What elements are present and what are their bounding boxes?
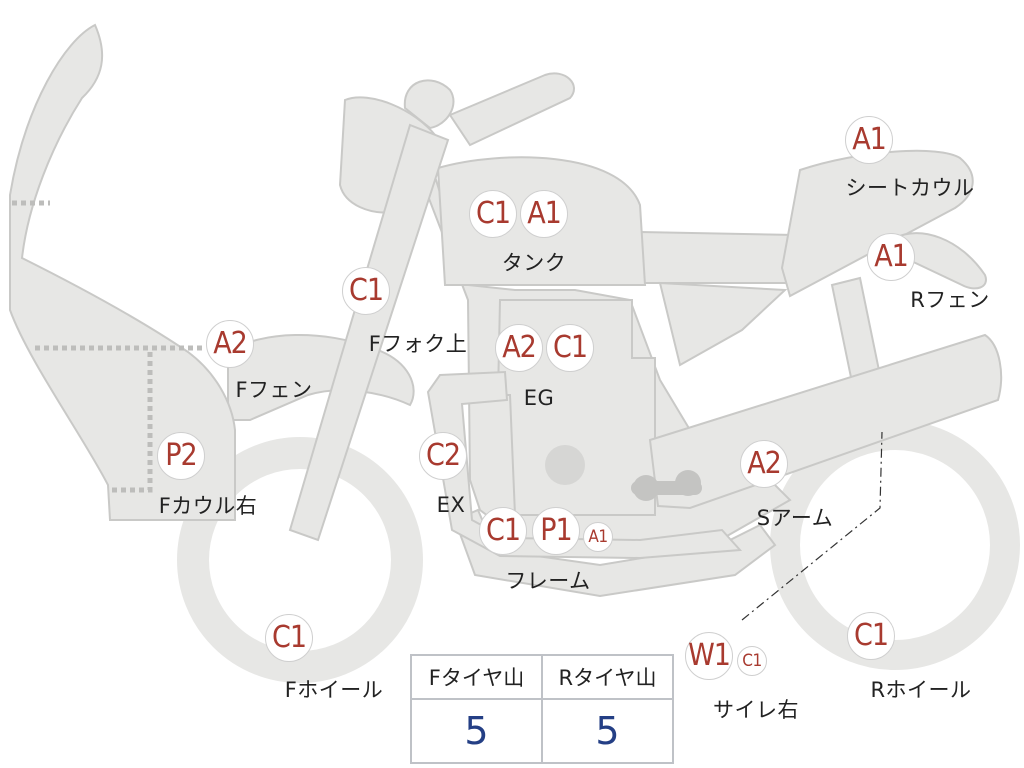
- rear-tire-tread-value: 5: [541, 698, 674, 764]
- tire-tread-table: Fタイヤ山 Rタイヤ山 5 5: [410, 654, 674, 764]
- engine-label: EG: [523, 386, 555, 410]
- exhaust-code-c2: C2: [419, 432, 467, 480]
- front-tire-tread-value: 5: [410, 698, 543, 764]
- handlebar-mirror-shape: [403, 79, 455, 130]
- front-wheel-code-c1: C1: [265, 614, 313, 662]
- front-cowl-right-label: Fカウル右: [158, 494, 258, 518]
- engine-cover: [545, 445, 585, 485]
- frame-label: フレーム: [505, 569, 591, 593]
- tank-code-a1: A1: [520, 190, 568, 238]
- rear-fender-code-a1: A1: [867, 233, 915, 281]
- engine-code-c1: C1: [546, 324, 594, 372]
- chain-adjuster-end: [633, 475, 659, 501]
- engine-code-a2: A2: [495, 324, 543, 372]
- swingarm-shape: [648, 333, 1003, 510]
- seat-cowl-code-a1: A1: [845, 116, 893, 164]
- muffler-right-label: サイレ右: [713, 698, 799, 722]
- rear-fender-shape: [893, 232, 987, 290]
- muffler-right-code-c1-small: C1: [737, 646, 767, 676]
- rear-wheel-code-c1: C1: [847, 612, 895, 660]
- front-cowl-shape: [9, 23, 236, 521]
- frame-code-a1-small: A1: [583, 522, 613, 552]
- exhaust-label: EX: [436, 493, 466, 517]
- cowl-divider-lower: [112, 352, 153, 493]
- seat-shape: [639, 230, 796, 284]
- rear-fender-label: Rフェン: [910, 288, 990, 312]
- fork-upper-code-c1: C1: [342, 267, 390, 315]
- tire-tread-value-row: 5 5: [410, 698, 674, 764]
- chain-adjuster-bolt: [675, 470, 701, 496]
- fork-upper-label: Fフォク上: [368, 332, 468, 356]
- exhaust-shape: [426, 370, 743, 560]
- frame-code-c1: C1: [479, 507, 527, 555]
- front-tire-tread-header: Fタイヤ山: [410, 654, 543, 700]
- muffler-leader-line: [741, 431, 883, 621]
- front-fender-code-a2: A2: [206, 320, 254, 368]
- side-cover-shape: [658, 281, 788, 367]
- front-fender-label: Fフェン: [235, 378, 313, 402]
- tire-tread-header-row: Fタイヤ山 Rタイヤ山: [410, 654, 674, 700]
- rear-wheel-label: Rホイール: [870, 678, 972, 702]
- rear-wheel-rim: [770, 420, 1020, 670]
- front-cowl-right-code-p2: P2: [157, 432, 205, 480]
- rear-tire-tread-header: Rタイヤ山: [541, 654, 674, 700]
- tank-label: タンク: [501, 251, 567, 275]
- front-wheel-rim: [177, 437, 423, 683]
- seat-cowl-label: シートカウル: [845, 176, 975, 200]
- fork-shape: [288, 123, 450, 542]
- handlebar-shape: [448, 72, 575, 147]
- frame-code-p1: P1: [532, 507, 580, 555]
- swingarm-label: Sアーム: [756, 506, 834, 530]
- swingarm-code-a2: A2: [740, 440, 788, 488]
- muffler-right-code-w1: W1: [685, 632, 733, 680]
- front-wheel-label: Fホイール: [284, 678, 384, 702]
- tank-code-c1: C1: [469, 190, 517, 238]
